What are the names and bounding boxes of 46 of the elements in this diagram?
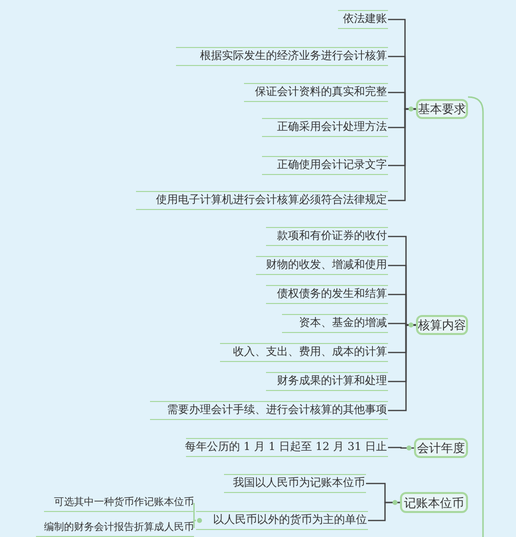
branch-label: 核算内容	[418, 317, 466, 334]
branch-label: 依法建账	[343, 11, 387, 28]
branch-text	[150, 401, 388, 420]
branch-label: 每年公历的 1 月 1 日起至 12 月 31 日止	[185, 439, 387, 456]
branch-label: 编制的财务会计报告折算成人民币	[44, 520, 194, 535]
branch-text	[136, 191, 388, 210]
branch-text	[266, 285, 388, 304]
branch-text	[224, 474, 366, 493]
branch-text	[256, 256, 388, 275]
branch-label: 财务成果的计算和处理	[277, 373, 387, 390]
branch-label: 会计年度	[417, 440, 465, 457]
branch-label: 使用电子计算机进行会计核算必须符合法律规定	[156, 192, 387, 208]
branch-text	[44, 494, 194, 512]
connector-line	[388, 324, 416, 412]
branch-text	[244, 83, 388, 102]
branch-label: 正确采用会计处理方法	[277, 119, 387, 136]
branch-label: 收入、支出、费用、成本的计算	[233, 344, 387, 360]
connector-line	[388, 108, 416, 202]
branch-label: 财物的收发、增减和使用	[266, 257, 387, 274]
branch-label: 需要办理会计手续、进行会计核算的其他事项	[167, 402, 387, 418]
branch-text	[266, 227, 388, 246]
branch-label: 保证会计资料的真实和完整	[255, 84, 387, 100]
branch-label: 根据实际发生的经济业务进行会计核算	[200, 48, 387, 64]
branch-text	[266, 372, 388, 391]
branch-label: 我国以人民币为记账本位币	[233, 475, 365, 492]
branch-label: 以人民币以外的货币为主的单位	[213, 512, 367, 528]
connector-line	[388, 446, 414, 449]
branch-label: 债权债务的发生和结算	[277, 286, 387, 302]
branch-text	[262, 118, 388, 137]
topic-box	[400, 492, 468, 513]
branch-label: 资本、基金的增减	[299, 315, 387, 332]
branch-label: 正确使用会计记录文字	[277, 157, 387, 174]
branch-text	[220, 343, 388, 362]
branch-text	[262, 156, 388, 175]
branch-label: 款项和有价证券的收付	[277, 228, 387, 244]
branch-text	[196, 511, 368, 530]
connector-line	[193, 520, 196, 529]
branch-text	[338, 10, 388, 29]
branch-text	[36, 519, 194, 537]
connector-line	[368, 502, 400, 522]
branch-label: 记账本位币	[404, 494, 464, 512]
branch-label: 可选其中一种货币作记账本位币	[54, 496, 194, 510]
branch-label: 基本要求	[418, 101, 466, 118]
branch-text	[176, 47, 388, 66]
branch-text	[282, 314, 388, 333]
connector-line	[193, 502, 196, 522]
